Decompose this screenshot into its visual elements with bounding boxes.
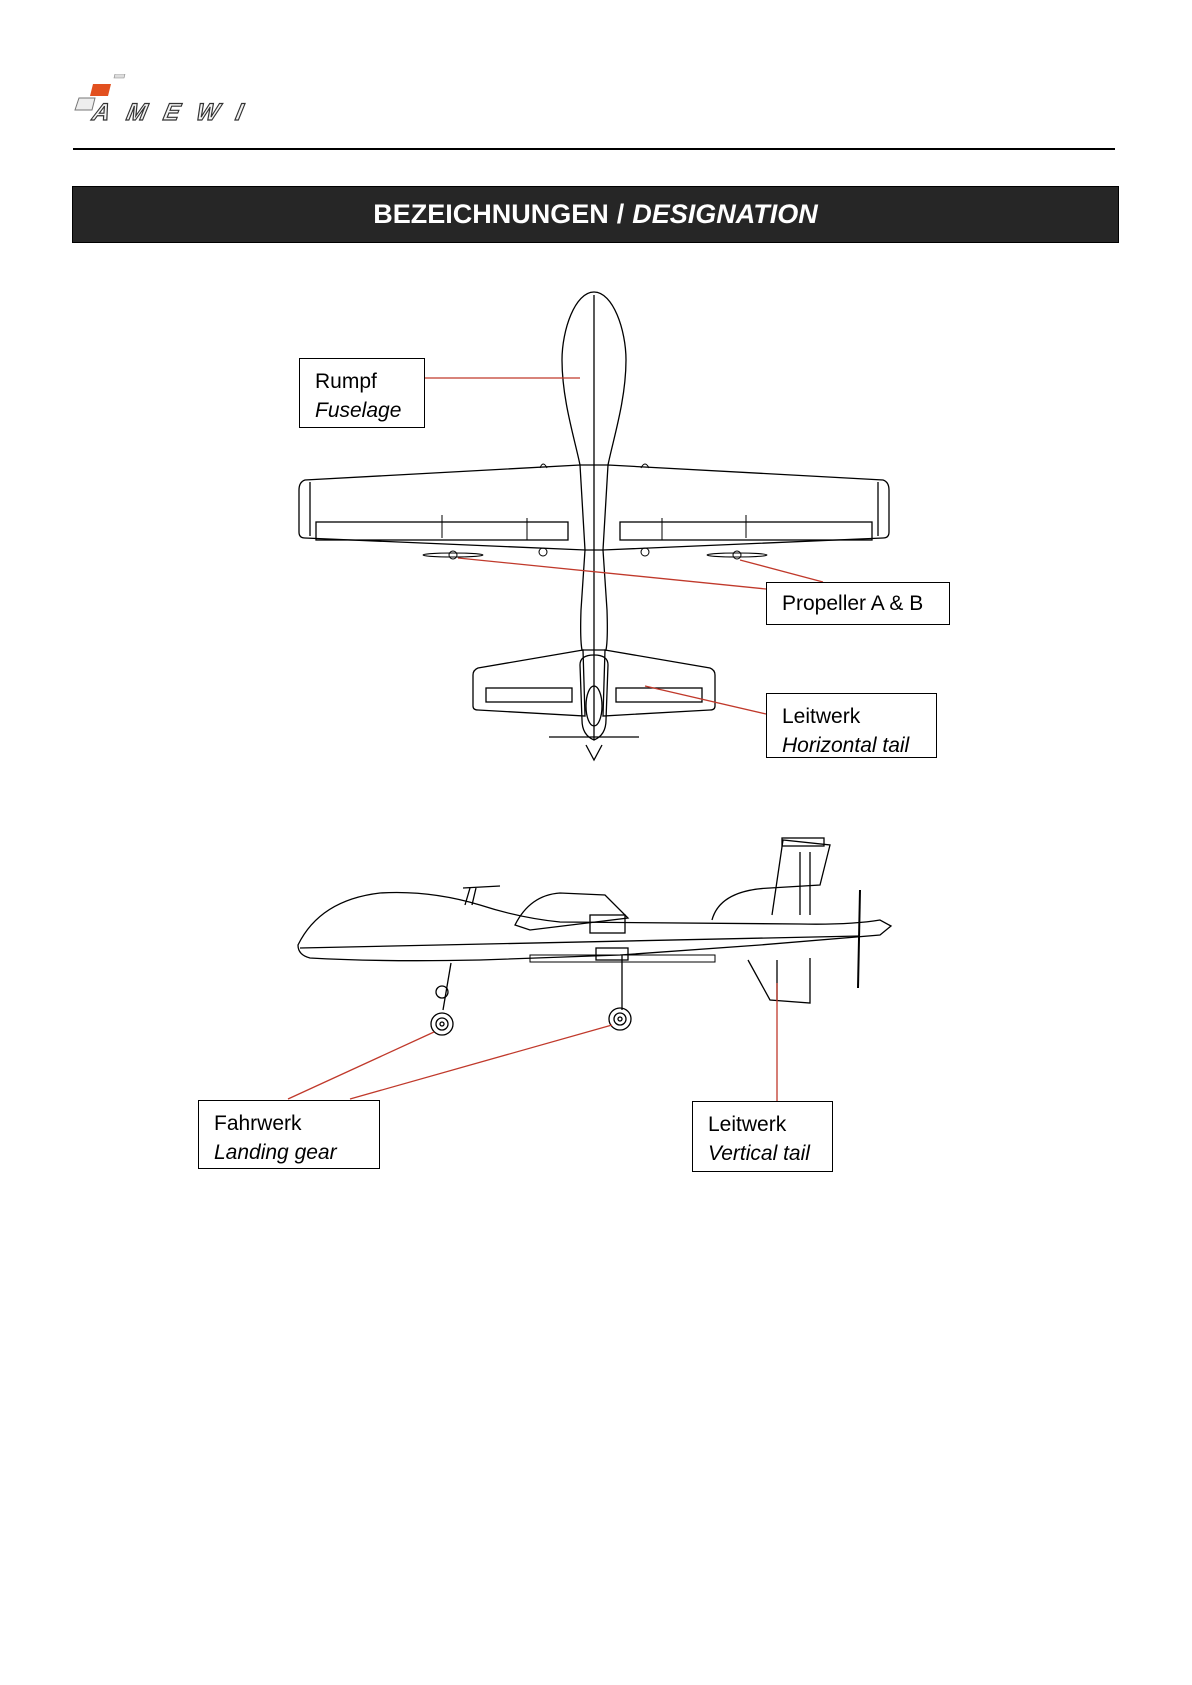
callout-horizontal-tail-de: Leitwerk	[782, 705, 861, 728]
callout-fuselage-de: Rumpf	[315, 370, 377, 393]
callout-fuselage: Rumpf Fuselage	[299, 358, 425, 428]
callout-landing-gear-en: Landing gear	[214, 1141, 337, 1164]
callout-propeller-de: Propeller A & B	[782, 592, 924, 615]
leader-lines	[287, 377, 824, 1101]
callout-landing-gear: Fahrwerk Landing gear	[198, 1100, 380, 1169]
callout-vertical-tail-de: Leitwerk	[708, 1113, 787, 1136]
amewi-logo: AMEWI	[74, 74, 247, 124]
top-view-aircraft	[298, 291, 890, 762]
banner-title-en: DESIGNATION	[632, 199, 818, 229]
callout-fuselage-en: Fuselage	[315, 399, 402, 422]
banner-title-de: BEZEICHNUNGEN	[373, 199, 609, 229]
section-banner: BEZEICHNUNGEN / DESIGNATION	[72, 186, 1119, 243]
callout-vertical-tail: Leitwerk Vertical tail	[692, 1101, 833, 1172]
header-rule	[73, 148, 1115, 150]
callout-horizontal-tail-en: Horizontal tail	[782, 734, 910, 757]
side-view-aircraft	[297, 837, 893, 1036]
callout-vertical-tail-en: Vertical tail	[708, 1142, 810, 1165]
callout-horizontal-tail: Leitwerk Horizontal tail	[766, 693, 937, 758]
callout-landing-gear-de: Fahrwerk	[214, 1112, 302, 1135]
callout-propeller: Propeller A & B	[766, 582, 950, 625]
banner-separator: /	[616, 199, 625, 229]
